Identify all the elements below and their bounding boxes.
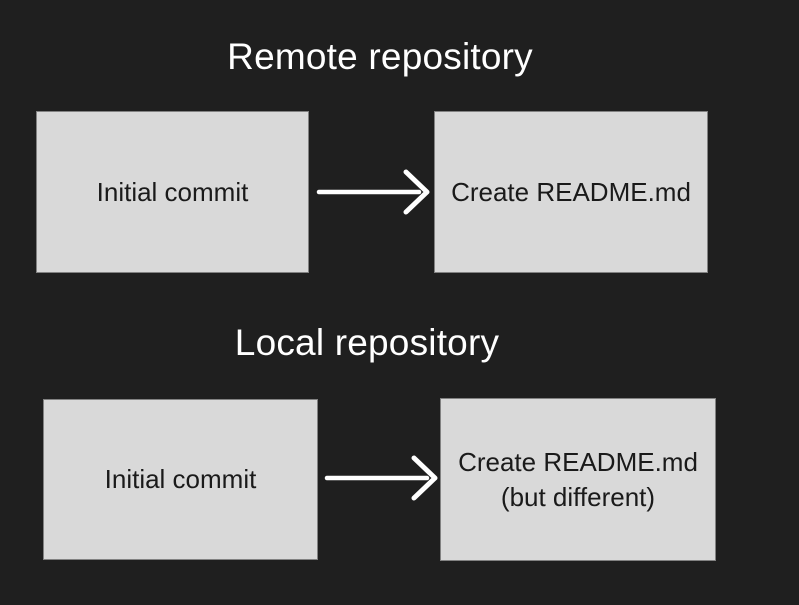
node-remote-create-readme: Create README.md — [434, 111, 708, 273]
right-arrow-icon — [316, 169, 430, 215]
right-arrow-icon — [324, 455, 438, 501]
remote-repository-title: Remote repository — [227, 36, 533, 77]
node-local-create-readme-different: Create README.md (but different) — [440, 398, 716, 561]
node-remote-initial-commit: Initial commit — [36, 111, 309, 273]
node-local-initial-commit: Initial commit — [43, 399, 318, 560]
local-repository-title: Local repository — [234, 322, 500, 363]
